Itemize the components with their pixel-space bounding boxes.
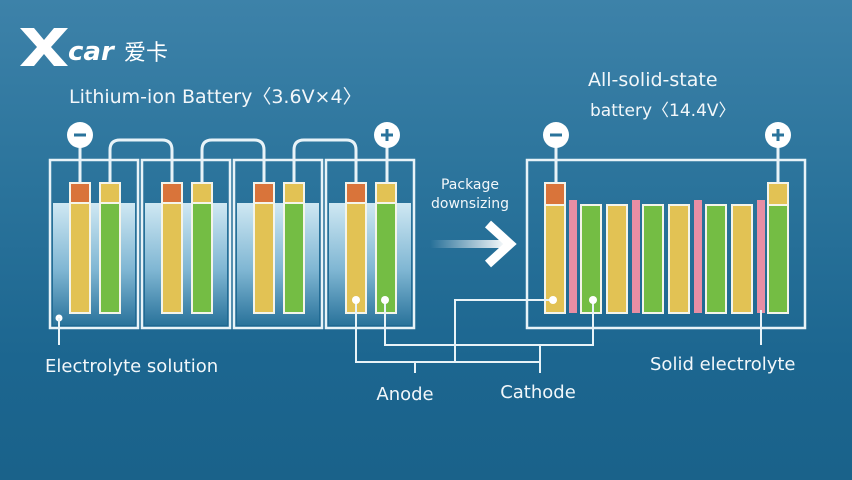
anode-electrode <box>69 202 91 314</box>
electrolyte-liquid <box>329 203 411 325</box>
anode-electrode <box>606 204 628 314</box>
xcar-logo-icon: car 爱卡 <box>20 28 168 67</box>
series-connector <box>292 138 358 183</box>
solid-electrolyte-label: Solid electrolyte <box>650 354 796 375</box>
solid-electrolyte-layer <box>569 200 577 313</box>
anode-label: Anode <box>376 384 433 405</box>
cell-casing <box>324 158 416 330</box>
positive-tab <box>191 182 213 204</box>
lithium-ion-cell <box>232 158 324 330</box>
anode-point <box>549 296 557 304</box>
cell-casing <box>48 158 140 330</box>
anode-electrode <box>253 202 275 314</box>
cathode-electrode <box>99 202 121 314</box>
anode-electrode <box>668 204 690 314</box>
anode-electrode <box>161 202 183 314</box>
package-label: Package <box>441 177 499 193</box>
solid-electrolyte-layer <box>694 200 702 313</box>
cathode-electrode <box>642 204 664 314</box>
negative-tab <box>544 182 566 206</box>
solid-state-title-line1: All-solid-state <box>588 69 718 91</box>
positive-tab <box>375 182 397 204</box>
cell-casing <box>232 158 324 330</box>
left-negative-terminal <box>67 122 93 183</box>
cathode-point <box>589 296 597 304</box>
cathode-leader-lines <box>384 300 594 373</box>
lithium-ion-cell <box>48 158 140 330</box>
left-positive-terminal <box>374 122 400 183</box>
anode-electrode <box>731 204 753 314</box>
cell-casing <box>140 158 232 330</box>
series-connector <box>200 138 266 183</box>
solid-electrolyte-layer <box>632 200 640 313</box>
lithium-ion-cell <box>140 158 232 330</box>
electrolyte-solution-label: Electrolyte solution <box>45 356 218 377</box>
cathode-electrode <box>767 204 789 314</box>
electrolyte-liquid <box>145 203 227 325</box>
solid-state-casing <box>525 158 807 330</box>
right-negative-terminal <box>543 122 569 183</box>
anode-point <box>352 296 360 304</box>
downsizing-arrow-icon <box>430 220 517 268</box>
negative-tab <box>161 182 183 204</box>
electrolyte-liquid <box>237 203 319 325</box>
lithium-ion-title: Lithium-ion Battery〈3.6V×4〉 <box>69 86 362 108</box>
cathode-electrode <box>283 202 305 314</box>
cathode-label: Cathode <box>500 382 576 403</box>
anode-leader-lines <box>355 299 553 373</box>
brand-latin: car <box>68 37 116 67</box>
electrolyte-liquid <box>53 203 135 325</box>
negative-tab <box>69 182 91 204</box>
positive-tab <box>283 182 305 204</box>
solid-state-title-line2: battery〈14.4V〉 <box>590 101 736 121</box>
cathode-electrode <box>191 202 213 314</box>
downsizing-label: downsizing <box>431 196 509 212</box>
cathode-electrode <box>705 204 727 314</box>
solid-electrolyte-layer <box>757 200 765 313</box>
right-positive-terminal <box>765 122 791 183</box>
lithium-ion-cells <box>48 158 416 330</box>
solid-state-battery <box>525 158 807 330</box>
cell-series-connectors <box>108 138 358 183</box>
positive-tab <box>767 182 789 206</box>
anode-electrode <box>544 204 566 314</box>
series-connector <box>108 138 174 183</box>
negative-tab <box>345 182 367 204</box>
electrolyte-pointer <box>55 314 63 345</box>
xcar-logo: car 爱卡 <box>12 20 182 70</box>
brand-cjk: 爱卡 <box>124 41 168 66</box>
negative-tab <box>253 182 275 204</box>
positive-tab <box>99 182 121 204</box>
lithium-ion-cell <box>324 158 416 330</box>
cathode-electrode <box>580 204 602 314</box>
cathode-point <box>381 296 389 304</box>
